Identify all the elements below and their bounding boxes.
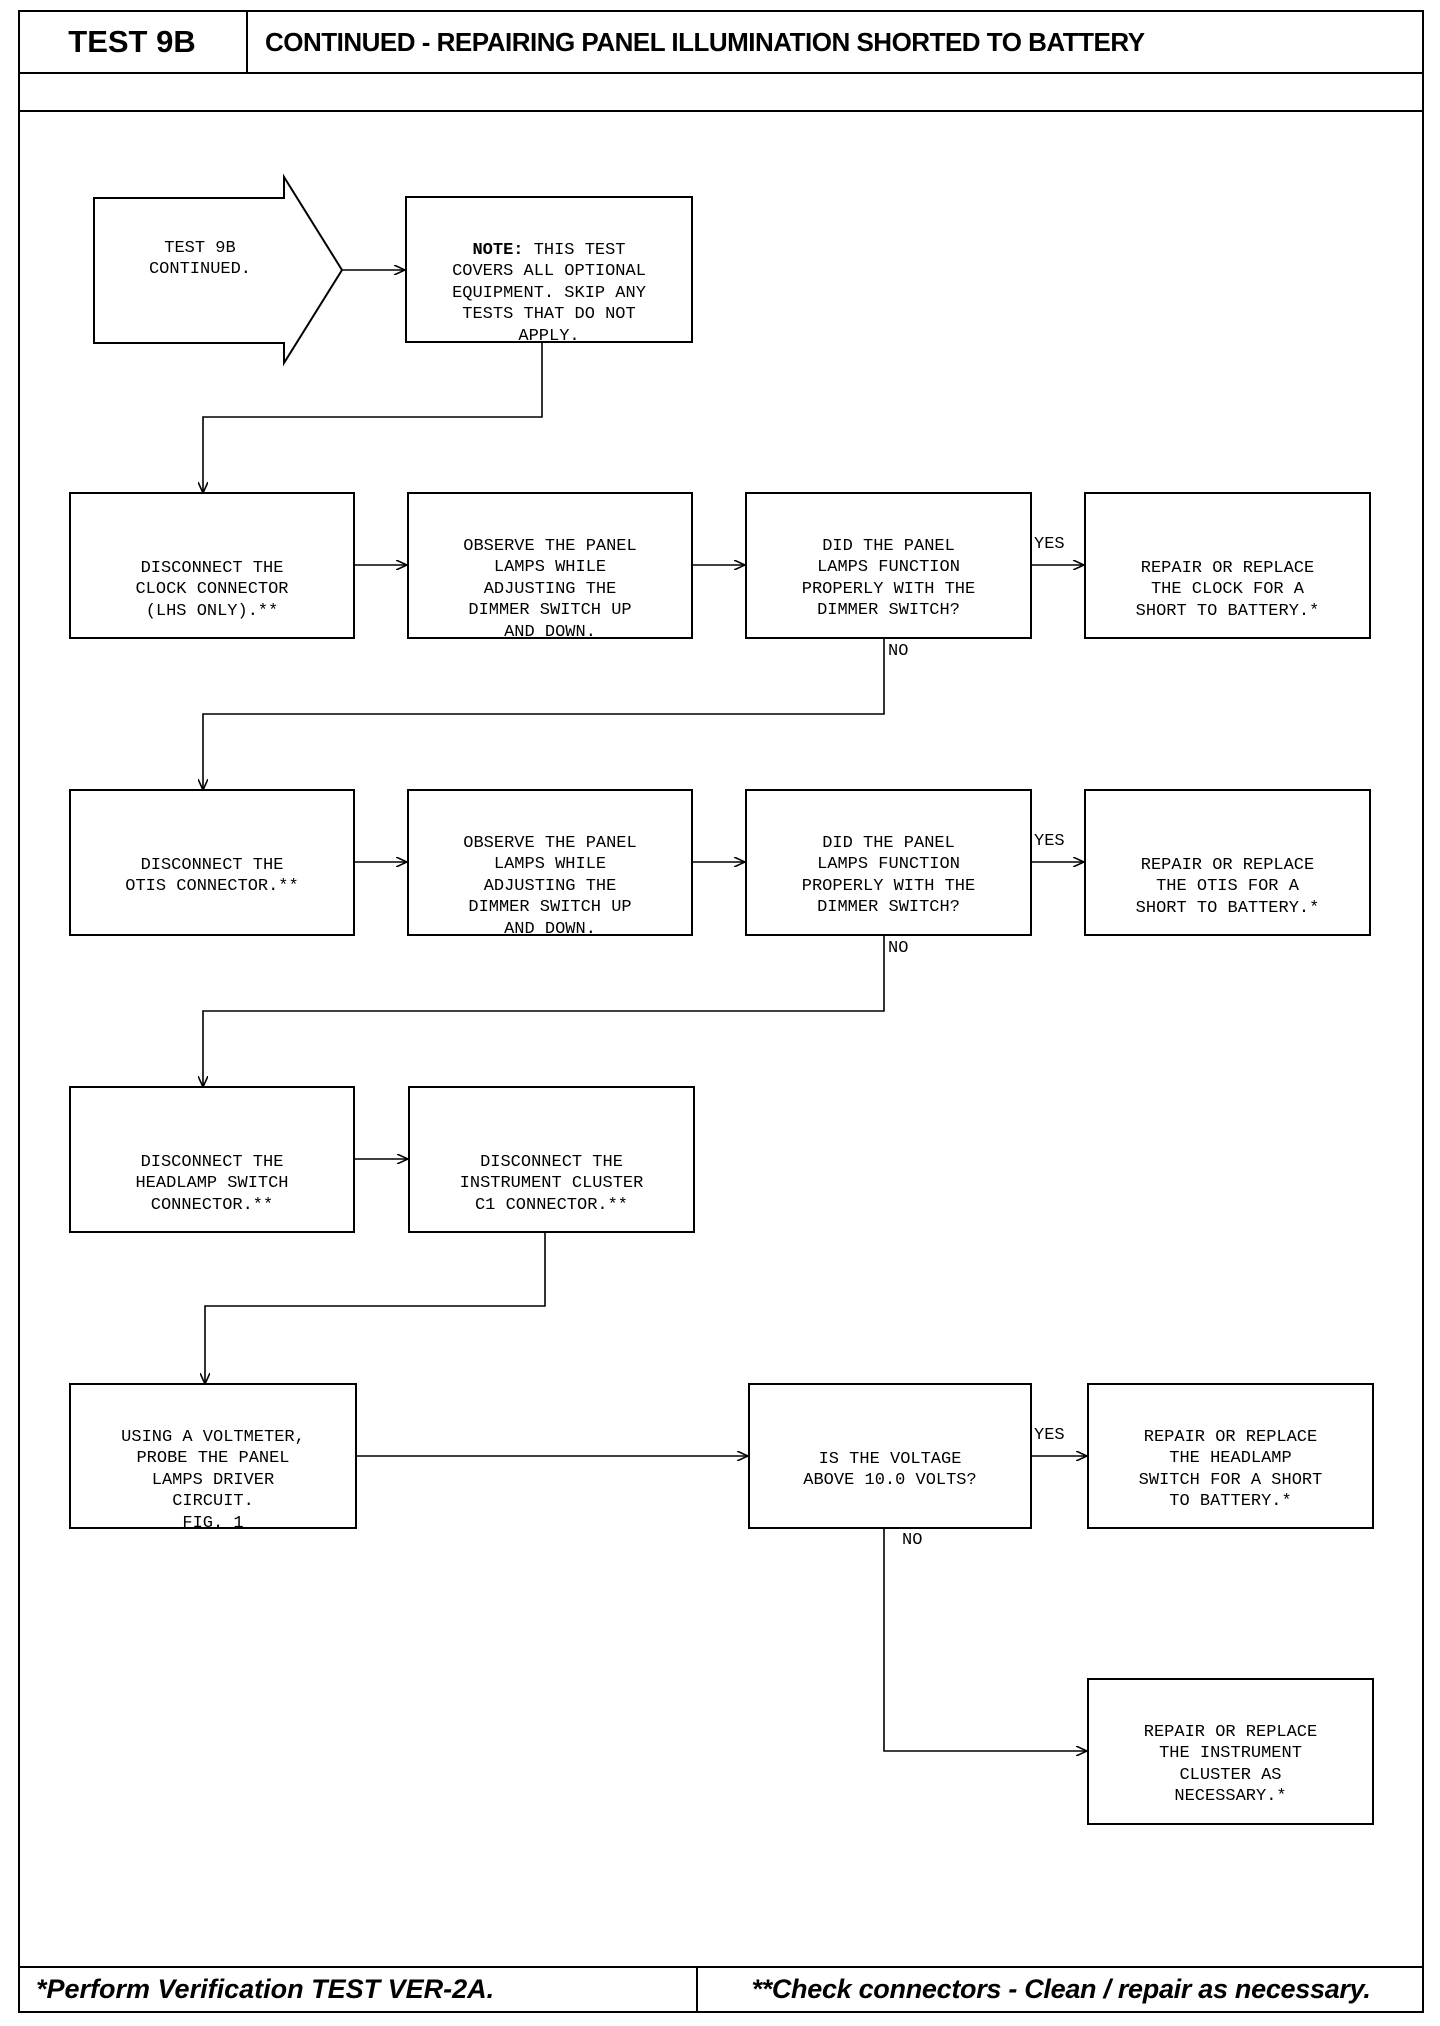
note-bold: NOTE:: [472, 240, 524, 260]
page-title: CONTINUED - REPAIRING PANEL ILLUMINATION…: [265, 26, 1145, 57]
entry-label: TEST 9B CONTINUED.: [148, 238, 252, 280]
disconnect-cluster-box: DISCONNECT THE INSTRUMENT CLUSTER C1 CON…: [408, 1086, 695, 1233]
no-label-2: NO: [888, 939, 909, 958]
no-label-1: NO: [888, 642, 909, 661]
repair-clock-box: REPAIR OR REPLACE THE CLOCK FOR A SHORT …: [1084, 492, 1371, 639]
voltmeter-probe-box: USING A VOLTMETER, PROBE THE PANEL LAMPS…: [69, 1383, 357, 1533]
repair-cluster-box: REPAIR OR REPLACE THE INSTRUMENT CLUSTER…: [1087, 1678, 1374, 1825]
decision-box-1: DID THE PANEL LAMPS FUNCTION PROPERLY WI…: [745, 492, 1032, 639]
yes-label-1: YES: [1034, 535, 1065, 554]
repair-otis-box: REPAIR OR REPLACE THE OTIS FOR A SHORT T…: [1084, 789, 1371, 936]
note-box: NOTE: THIS TEST COVERS ALL OPTIONAL EQUI…: [405, 196, 693, 346]
decision-box-2: DID THE PANEL LAMPS FUNCTION PROPERLY WI…: [745, 789, 1032, 936]
yes-label-3: YES: [1034, 1426, 1065, 1445]
header-bar: [18, 10, 1424, 74]
note-text: THIS TEST COVERS ALL OPTIONAL EQUIPMENT.…: [452, 240, 646, 346]
test-id: TEST 9B: [18, 10, 248, 74]
footer-note-connectors: **Check connectors - Clean / repair as n…: [751, 1974, 1371, 2004]
footer-note-verification: *Perform Verification TEST VER-2A.: [18, 1966, 698, 2013]
disconnect-clock-box: DISCONNECT THE CLOCK CONNECTOR (LHS ONLY…: [69, 492, 355, 639]
repair-headlamp-box: REPAIR OR REPLACE THE HEADLAMP SWITCH FO…: [1087, 1383, 1374, 1529]
disconnect-otis-box: DISCONNECT THE OTIS CONNECTOR.**: [69, 789, 355, 936]
header-subrow: [18, 74, 1424, 112]
no-label-3: NO: [902, 1531, 923, 1550]
yes-label-2: YES: [1034, 832, 1065, 851]
voltage-decision-box: IS THE VOLTAGE ABOVE 10.0 VOLTS?: [748, 1383, 1032, 1529]
disconnect-headlamp-box: DISCONNECT THE HEADLAMP SWITCH CONNECTOR…: [69, 1086, 355, 1233]
observe-panel-box-1: OBSERVE THE PANEL LAMPS WHILE ADJUSTING …: [407, 492, 693, 642]
footer-bar: [18, 1966, 1424, 2013]
entry-arrow-shape: [93, 173, 344, 367]
observe-panel-box-2: OBSERVE THE PANEL LAMPS WHILE ADJUSTING …: [407, 789, 693, 939]
page-frame: [18, 10, 1424, 2013]
